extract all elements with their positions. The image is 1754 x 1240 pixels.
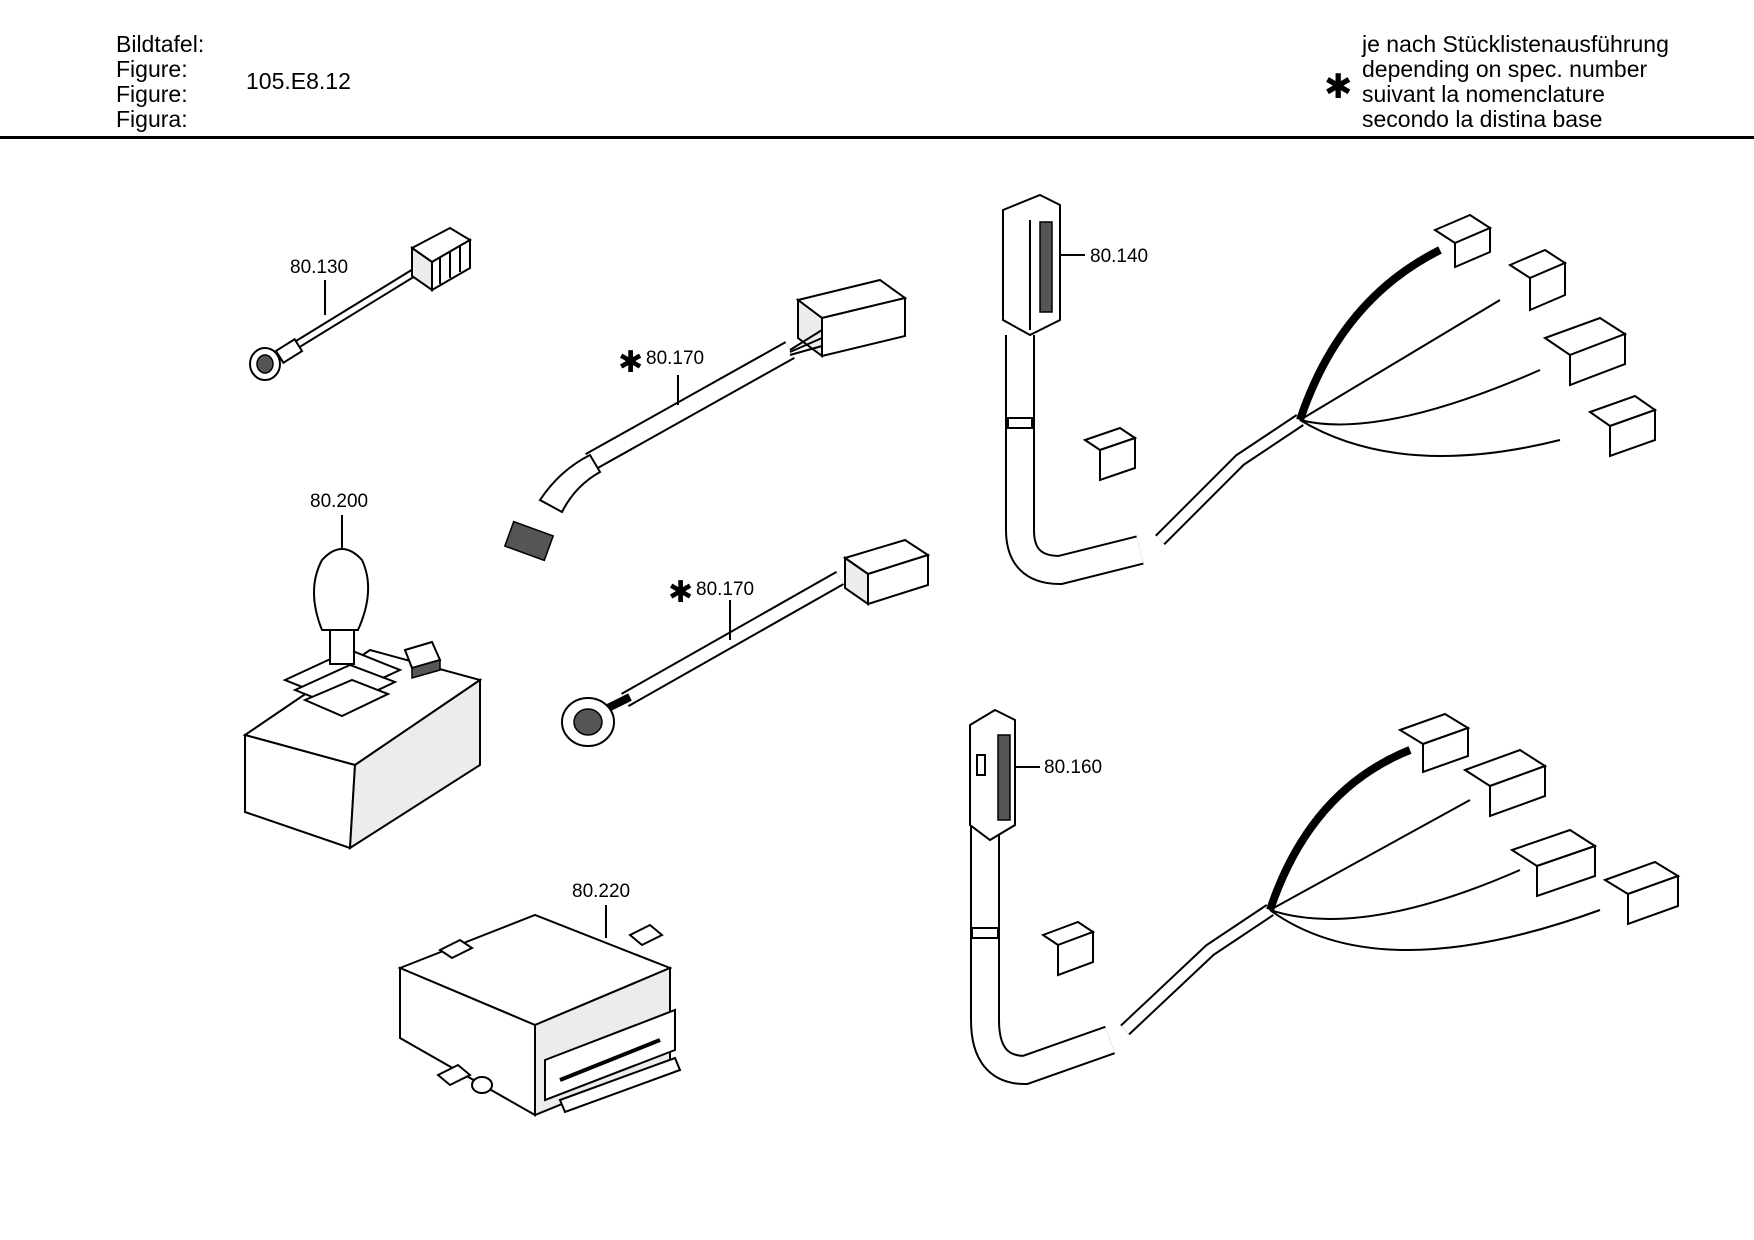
note-line-de: je nach Stücklistenausführung [1362, 31, 1669, 57]
selector-plug [403, 640, 442, 679]
callout-80-160: 80.160 [1044, 757, 1102, 778]
part-80-160-harness: 80.160 [969, 708, 1681, 1086]
connector-80-130 [410, 226, 472, 292]
callout-80-170-upper: 80.170 [646, 348, 704, 369]
figure-number: 105.E8.12 [246, 68, 351, 94]
label-figura: Figura: [116, 106, 188, 132]
spec-note-block: je nach Stücklistenausführung depending … [1362, 32, 1669, 132]
note-line-it: secondo la distina base [1362, 106, 1603, 132]
label-bildtafel: Bildtafel: [116, 31, 205, 57]
figure-label-block: Bildtafel: Figure: Figure: Figura: [116, 32, 204, 132]
header-divider [0, 136, 1754, 139]
connector-80-160-c [1509, 828, 1598, 898]
label-figure-en: Figure: [116, 56, 188, 82]
connector-80-160-b [1462, 748, 1548, 818]
connector-80-170-upper [789, 278, 908, 358]
asterisk-icon: ✱ [1324, 68, 1353, 106]
connector-80-140-e [1082, 426, 1138, 482]
part-80-200-gear-selector: 80.200 [242, 491, 483, 850]
callout-80-170-lower: 80.170 [696, 579, 754, 600]
connector-80-140-b [1507, 248, 1568, 312]
label-figure-fr: Figure: [116, 81, 188, 107]
connector-80-140-d [1587, 394, 1658, 458]
connector-80-160-e [1040, 920, 1096, 977]
asterisk-icon: ✱ [668, 575, 693, 610]
callout-80-140: 80.140 [1090, 246, 1148, 267]
multi-pin-connector-80-160 [969, 708, 1016, 842]
connector-80-140-c [1542, 316, 1628, 387]
multi-pin-connector-80-140 [1002, 193, 1061, 337]
part-80-130: 80.130 [249, 226, 472, 381]
part-80-140-harness: 80.140 [1002, 193, 1658, 586]
connector-80-140-a [1432, 213, 1493, 269]
callout-80-130: 80.130 [290, 257, 348, 278]
part-80-220-control-unit: 80.220 [397, 881, 682, 1117]
callout-80-220: 80.220 [572, 881, 630, 902]
callout-80-200: 80.200 [310, 491, 368, 512]
part-80-170-lower: ✱ 80.170 [561, 538, 931, 747]
connector-80-160-d [1602, 860, 1681, 926]
connector-80-160-a [1397, 712, 1471, 774]
connector-80-170-lower [842, 538, 931, 606]
note-line-en: depending on spec. number [1362, 56, 1648, 82]
note-line-fr: suivant la nomenclature [1362, 81, 1605, 107]
part-80-170-upper: ✱ 80.170 [503, 278, 908, 562]
asterisk-icon: ✱ [618, 345, 643, 380]
